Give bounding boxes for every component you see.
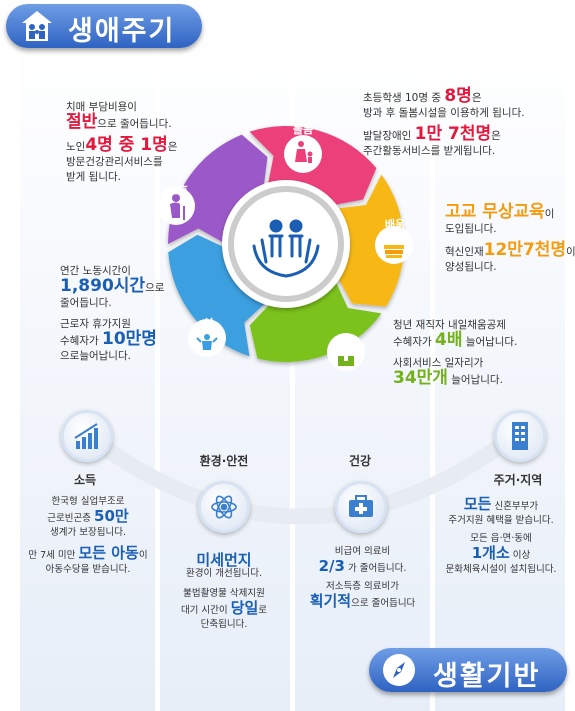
background-column	[20, 30, 155, 711]
segment-label-rest: 쉼	[202, 318, 214, 333]
housing-label: 주거·지역	[493, 473, 543, 487]
segment-label-learn: 배움	[384, 218, 406, 231]
header-title-pill: 생애주기	[6, 4, 202, 48]
cycle-segment-rest	[168, 234, 268, 357]
growth-chart-icon	[74, 423, 98, 449]
cycle-segment-elder	[168, 134, 268, 244]
footer-title-pill: 생활기반	[369, 648, 567, 692]
book-icon	[375, 226, 413, 264]
worker-icon	[327, 333, 365, 371]
income-text: 한국형 실업부조로 근로빈곤층 50만 생계가 보장됩니다. 만 7세 미만 모…	[28, 496, 148, 575]
background-column	[435, 30, 565, 711]
segment-label-elder: 노후	[167, 184, 189, 197]
caring-hands-icon	[252, 219, 320, 278]
health-node	[335, 481, 387, 533]
compass-icon	[383, 654, 415, 686]
housing-text: 모든 신혼부부가 주거지원 혜택을 받습니다. 모든 읍·면·동에 1개소 이상…	[445, 495, 557, 576]
elder-text: 치매 부담비용이 절반으로 줄어듭니다. 노인4명 중 1명은 방문건강관리서비…	[66, 101, 178, 183]
housing-node	[494, 410, 546, 462]
cycle-segment-learn	[334, 174, 404, 307]
work-text: 청년 재직자 내일채움공제 수혜자가 4배 늘어납니다. 사회서비스 일자리가 …	[393, 319, 518, 388]
segment-label-care: 돌봄	[292, 123, 314, 136]
rest-person-icon	[188, 319, 226, 357]
health-label: 건강	[348, 454, 372, 468]
income-node	[61, 410, 113, 462]
environment-text: 미세먼지 환경이 개선됩니다. 불법촬영물 삭제지원 대기 시간이 당일로 단축…	[180, 551, 268, 631]
rest-text: 연간 노동시간이 1,890시간으로 줄어듭니다. 근로자 휴가지원 수혜자가 …	[60, 265, 165, 362]
care-text: 초등학생 10명 중 8명은 방과 후 돌봄시설을 이용하게 됩니다. 발달장애…	[363, 86, 525, 158]
building-icon	[512, 422, 528, 450]
environment-label: 환경·안전	[199, 454, 249, 468]
medical-kit-icon	[349, 495, 373, 517]
atom-icon	[211, 495, 237, 519]
learn-text: 고교 무상교육이 도입됩니다. 혁신인재12만7천명이 양성됩니다.	[445, 202, 575, 274]
income-label: 소득	[73, 473, 97, 487]
segment-label-work: 일	[341, 337, 353, 352]
page-title: 생애주기	[68, 16, 176, 47]
family-house-icon	[22, 11, 52, 41]
elderly-person-icon	[157, 187, 195, 225]
footer-title: 생활기반	[433, 661, 541, 692]
health-text: 비급여 의료비 2/3 가 줄어듭니다. 저소득층 의료비가 획기적으로 줄어듭…	[309, 546, 416, 610]
environment-node	[198, 481, 250, 533]
caregiving-icon	[284, 135, 322, 173]
